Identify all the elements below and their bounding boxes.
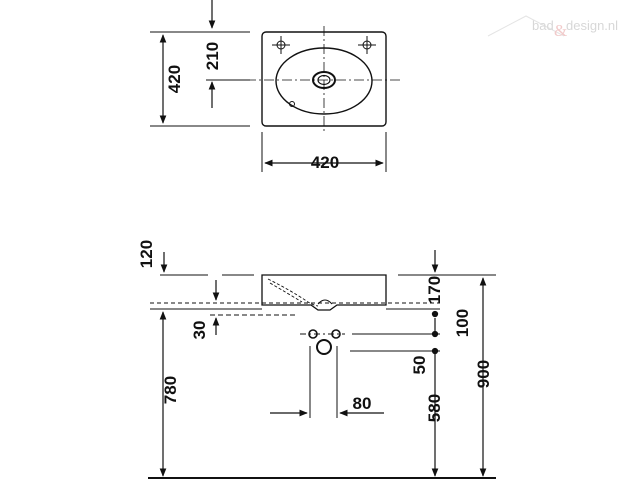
side-top-offset-dim-label: 120 — [137, 240, 156, 268]
tap-hole-left-icon — [272, 36, 290, 54]
waste-outlet-left-icon — [308, 329, 318, 339]
svg-text:&: & — [554, 21, 567, 40]
top-width-dim-label: 420 — [311, 153, 339, 172]
top-mid-dim-label: 210 — [203, 42, 222, 70]
waste-outlet-right-icon — [331, 329, 341, 339]
side-pipe-gap-dim-label: 50 — [410, 356, 429, 375]
side-total-height-dim-label: 900 — [474, 360, 493, 388]
basin-side-outline — [261, 274, 387, 311]
svg-text:design.nl: design.nl — [566, 18, 618, 33]
top-height-dim-label: 420 — [165, 65, 184, 93]
overflow-icon — [289, 101, 295, 107]
top-view — [150, 0, 400, 172]
side-drain-gap-dim-label: 30 — [190, 321, 209, 340]
side-view — [148, 250, 496, 479]
waste-pipe-icon — [316, 339, 332, 355]
side-rim-dim-label: 170 — [425, 276, 444, 304]
side-waste-dim-label: 100 — [453, 309, 472, 337]
tap-hole-right-icon — [358, 36, 376, 54]
side-outlet-width-dim-label: 80 — [353, 394, 372, 413]
side-floor-to-outlet-dim-label: 580 — [425, 394, 444, 422]
side-floor-to-rim-dim-label: 780 — [161, 376, 180, 404]
svg-text:bad: bad — [532, 18, 554, 33]
brand-watermark-logo: bad & design.nl — [487, 15, 618, 40]
